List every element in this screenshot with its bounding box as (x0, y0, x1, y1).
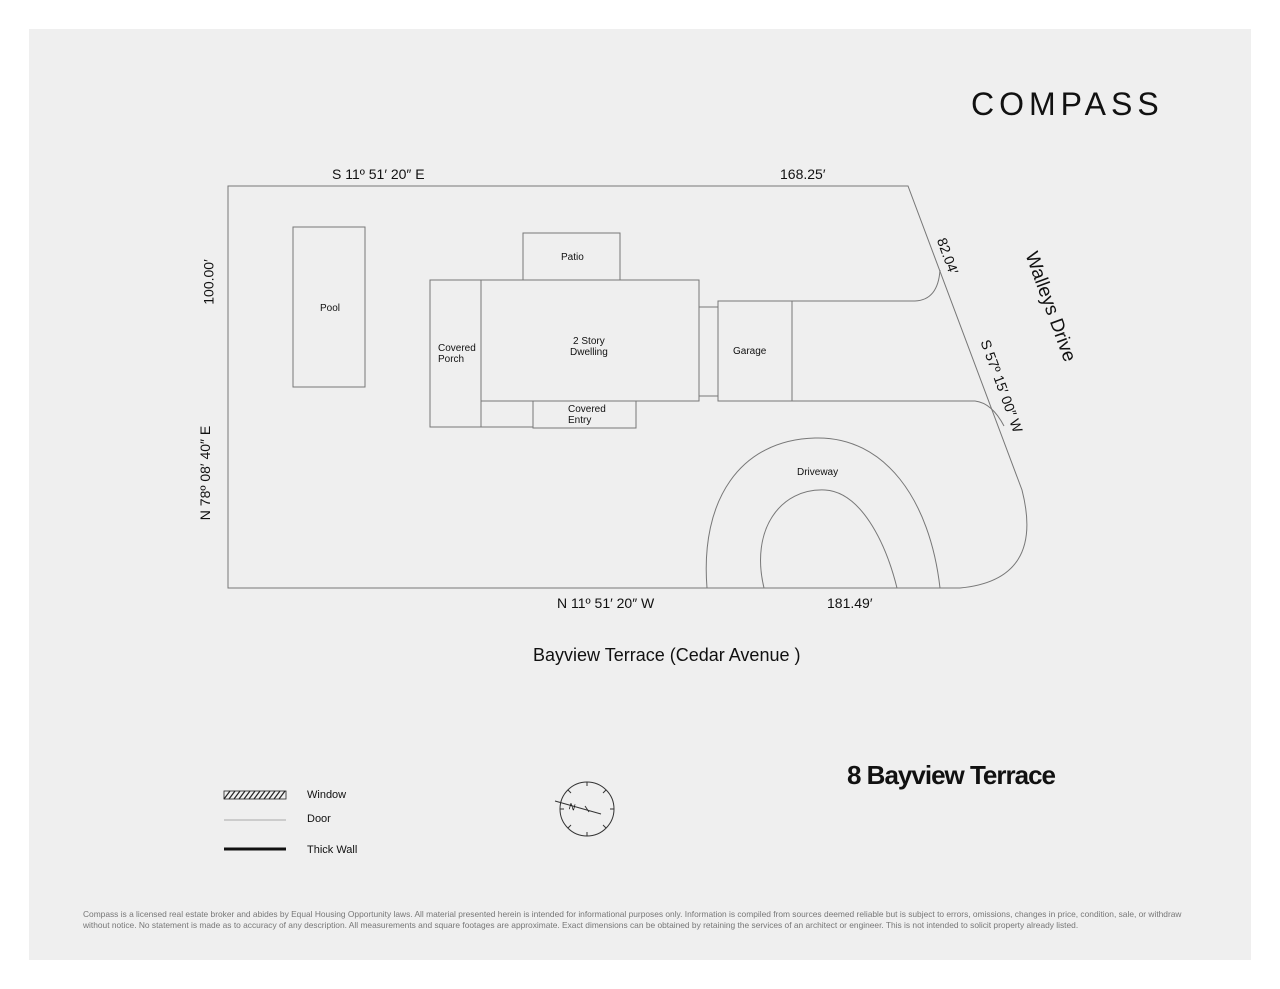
driveway-outer (705, 437, 941, 589)
bottom-bearing-label: N 11º 51′ 20″ W (557, 595, 655, 611)
driveway-label: Driveway (797, 467, 839, 478)
legend-thick-wall-label: Thick Wall (307, 844, 358, 856)
left-bearing-label: N 78º 08′ 40″ E (197, 425, 214, 521)
top-bearing-label: S 11º 51′ 20″ E (332, 166, 425, 182)
dwelling-label: 2 Story Dwelling (570, 336, 608, 358)
legend-door-label: Door (307, 813, 331, 825)
left-length-label: 100.00′ (200, 259, 217, 305)
pool-label: Pool (320, 303, 341, 314)
bottom-length-label: 181.49′ (827, 595, 873, 611)
driveway-inner (760, 489, 898, 589)
covered-entry-label: Covered Entry (568, 404, 606, 426)
legend-window-label: Window (307, 789, 347, 801)
property-address: 8 Bayview Terrace (847, 760, 1056, 790)
disclaimer-text: Compass is a licensed real estate broker… (83, 909, 1182, 930)
north-arrow-icon: N (554, 781, 615, 837)
garage-outline (717, 300, 793, 402)
pool-outline (292, 226, 366, 388)
plan-background (29, 29, 1251, 960)
patio-label: Patio (561, 252, 584, 263)
property-boundary (227, 185, 1028, 589)
garage-label: Garage (733, 346, 767, 357)
compass-logo: COMPASS (971, 86, 1164, 122)
covered-porch-label: Covered Porch (438, 343, 476, 365)
covered-entry-outline (532, 400, 637, 429)
top-length-label: 168.25′ (780, 166, 826, 182)
legend-window-swatch (223, 790, 287, 800)
front-street-label: Bayview Terrace (Cedar Avenue ) (533, 645, 801, 665)
compass-letter: N (568, 801, 577, 812)
